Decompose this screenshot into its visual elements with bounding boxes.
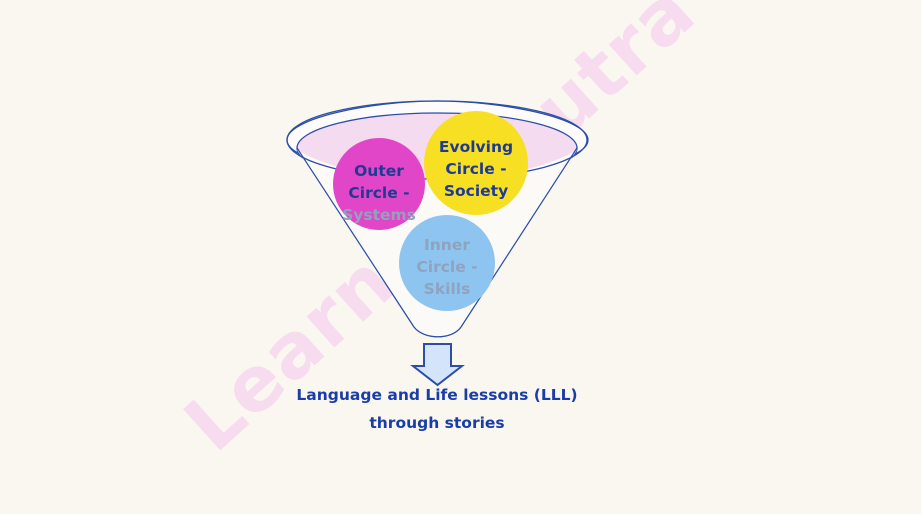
- evolving-circle-line1: Evolving: [439, 138, 513, 156]
- evolving-circle-line3: Society: [444, 182, 508, 200]
- inner-circle-line3: Skills: [424, 280, 471, 298]
- inner-circle-shape[interactable]: [399, 215, 495, 311]
- outer-circle-shape[interactable]: [333, 138, 425, 230]
- outer-circle-line3: Systems: [342, 206, 416, 224]
- outer-circle[interactable]: Outer Circle - Systems: [333, 138, 425, 230]
- funnel-cone-outline: [296, 147, 578, 338]
- down-arrow: [410, 343, 465, 387]
- inner-circle-line1: Inner: [424, 236, 470, 254]
- inner-circle[interactable]: Inner Circle - Skills: [399, 215, 495, 311]
- inner-circle-line2: Circle -: [416, 258, 477, 276]
- evolving-circle-shape[interactable]: [424, 111, 528, 215]
- outer-circle-line1: Outer: [354, 162, 404, 180]
- caption-line-2: through stories: [369, 414, 504, 432]
- evolving-circle-line2: Circle -: [445, 160, 506, 178]
- down-arrow-shape: [410, 343, 465, 387]
- caption-line-1: Language and Life lessons (LLL): [296, 386, 577, 404]
- evolving-circle[interactable]: Evolving Circle - Society: [424, 111, 528, 215]
- outer-circle-line2: Circle -: [348, 184, 409, 202]
